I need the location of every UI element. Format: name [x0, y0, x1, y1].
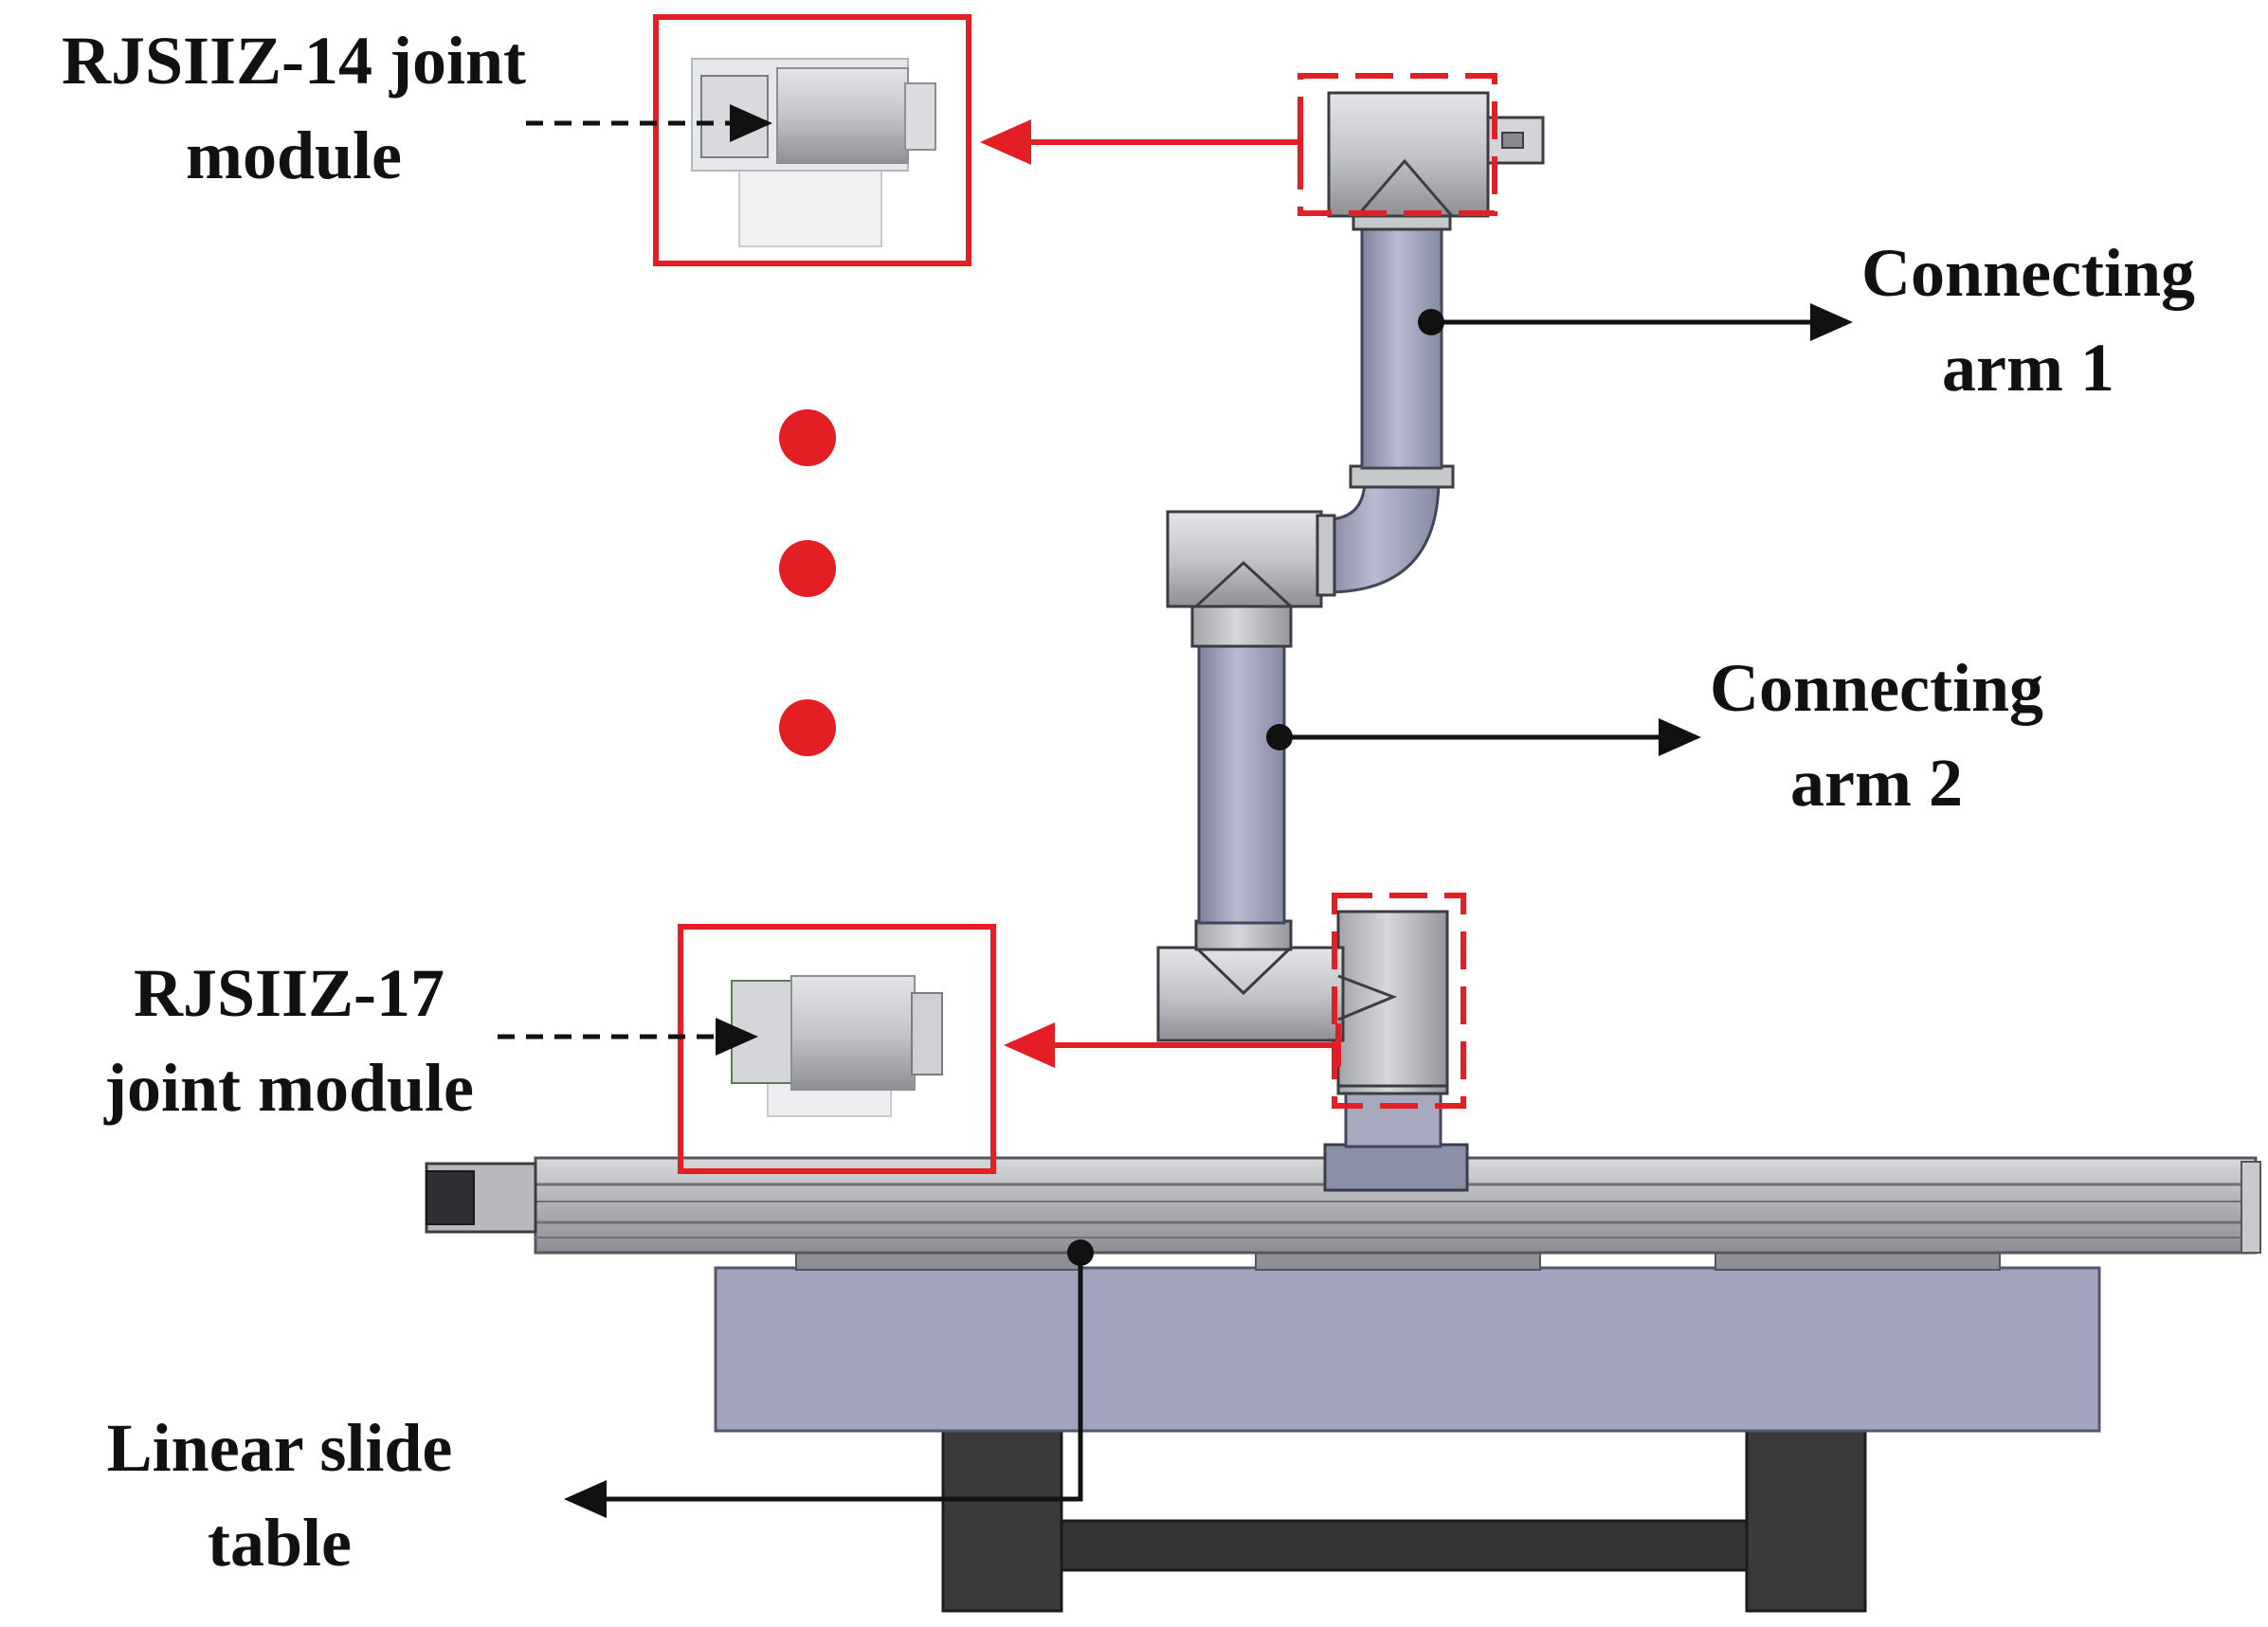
- linear-slide-table-label-line2: table: [208, 1505, 352, 1581]
- connecting-arm-1-label: Connecting arm 1: [1829, 226, 2227, 415]
- joint-14-rear-plate: [700, 75, 769, 158]
- joint-14-inset: [653, 14, 971, 266]
- slide-carriage: [1323, 1143, 1469, 1192]
- base-joint-dashed-highlight: [1332, 893, 1466, 1109]
- joint-17-label-line1: RJSIIZ-17: [133, 955, 445, 1031]
- linear-slide-table-label-line1: Linear slide: [106, 1410, 453, 1486]
- connecting-arm-2: [1197, 644, 1286, 925]
- connecting-arm-2-label-line2: arm 2: [1790, 745, 1963, 821]
- table-leg-right: [1745, 1427, 1867, 1613]
- arm-1-bend: [1319, 472, 1441, 594]
- table-crossbar: [1060, 1519, 1749, 1572]
- ellipsis-dot-2: [779, 540, 836, 597]
- joint-14-label: RJSIIZ-14 joint module: [9, 13, 578, 203]
- table-leg-left: [941, 1427, 1063, 1613]
- slide-table-pointer: [564, 1253, 1083, 1518]
- lower-elbow-collar: [1194, 919, 1293, 951]
- ellipsis-dot-3: [779, 699, 836, 756]
- middle-joint-side-collar: [1315, 514, 1336, 597]
- rail-motor-cap: [426, 1170, 475, 1225]
- joint-14-end-flange: [904, 82, 936, 151]
- base-joint-body: [1336, 910, 1449, 1095]
- middle-joint-body: [1166, 510, 1323, 608]
- lower-elbow-joint: [1156, 946, 1345, 1042]
- connecting-arm-1-label-line2: arm 1: [1942, 330, 2114, 406]
- middle-joint-collar: [1190, 603, 1293, 648]
- connecting-arm-1-label-line1: Connecting: [1860, 235, 2196, 311]
- connecting-arm-2-label-line1: Connecting: [1709, 650, 2044, 726]
- slider-pad-2: [1255, 1252, 1541, 1271]
- top-joint-body: [1327, 91, 1490, 218]
- joint-17-label-line2: joint module: [103, 1050, 475, 1126]
- slider-pad-3: [1715, 1252, 2001, 1271]
- ellipsis-dot-1: [779, 409, 836, 466]
- joint-14-base-flange: [738, 162, 882, 247]
- linear-slide-table: [425, 1143, 2261, 1613]
- base-joint-lower: [1344, 1088, 1442, 1148]
- linear-slide-table-label: Linear slide table: [47, 1401, 512, 1590]
- joint-14-label-line2: module: [185, 118, 403, 193]
- joint-17-inset: [678, 924, 996, 1174]
- joint-17-rear-plate: [731, 980, 799, 1084]
- joint-14-label-line1: RJSIIZ-14 joint: [61, 23, 527, 99]
- robot-arm: [1156, 91, 1545, 1148]
- joint-17-end-flange: [911, 992, 943, 1076]
- joint-14-cylinder: [776, 67, 909, 164]
- joint-17-highlight-box: [678, 924, 996, 1174]
- connecting-arm-2-label: Connecting arm 2: [1678, 641, 2076, 830]
- joint-17-cylinder: [790, 975, 916, 1091]
- joint-17-label: RJSIIZ-17 joint module: [47, 946, 531, 1135]
- joint-14-highlight-box: [653, 14, 971, 266]
- slider-pad-1: [795, 1252, 1081, 1271]
- table-top: [714, 1266, 2101, 1433]
- rail-end-cap: [2241, 1161, 2261, 1254]
- connecting-arm-1: [1360, 224, 1443, 470]
